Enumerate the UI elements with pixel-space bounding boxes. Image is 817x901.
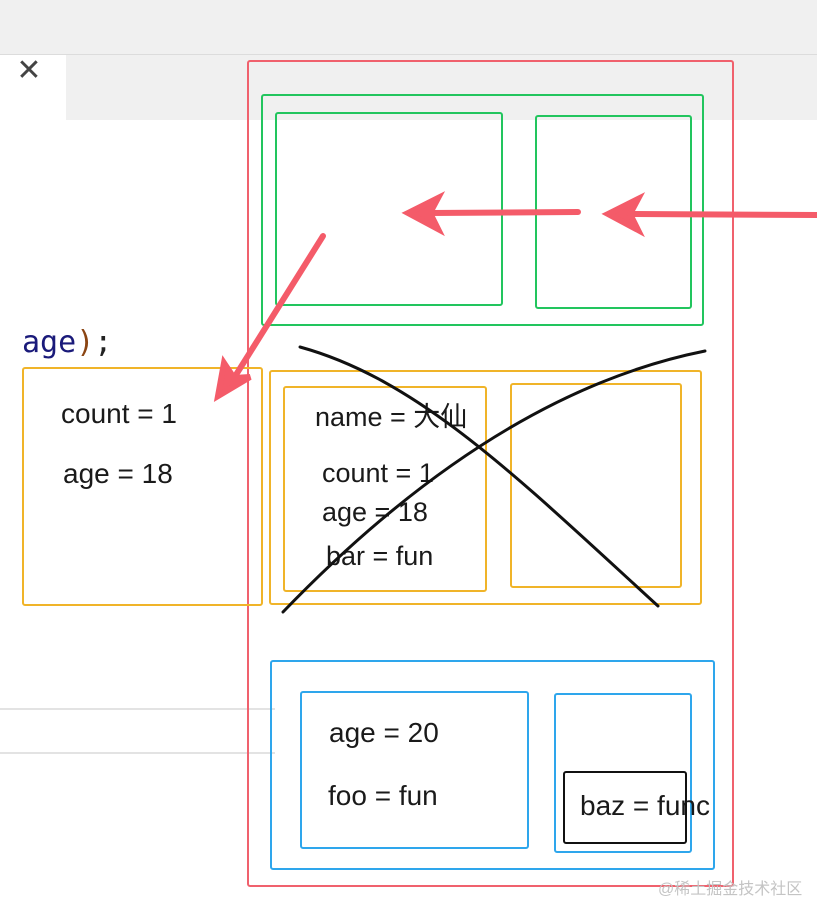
watermark-text: @稀土掘金技术社区 bbox=[658, 881, 803, 898]
blue-group-box bbox=[270, 660, 715, 870]
editor-divider-2 bbox=[0, 752, 275, 754]
green-right-box bbox=[535, 115, 692, 309]
middle-name-label: name = 大仙 bbox=[315, 402, 468, 432]
middle-count-label: count = 1 bbox=[322, 458, 434, 488]
code-fragment: age); bbox=[22, 325, 112, 360]
left-count-label: count = 1 bbox=[61, 398, 177, 429]
code-identifier: age bbox=[22, 325, 77, 360]
outer-stack-box bbox=[247, 60, 734, 887]
orange-right-box bbox=[510, 383, 682, 588]
green-group-box bbox=[261, 94, 704, 326]
editor-divider-1 bbox=[0, 708, 275, 710]
middle-age-label: age = 18 bbox=[322, 497, 428, 527]
left-orange-box bbox=[22, 367, 263, 606]
blue-left-box bbox=[300, 691, 529, 849]
bottom-age-label: age = 20 bbox=[329, 717, 439, 748]
middle-bar-label: bar = fun bbox=[326, 541, 434, 571]
blue-right-box bbox=[554, 693, 692, 853]
bottom-baz-label: baz = func bbox=[580, 790, 710, 821]
code-semicolon: ; bbox=[94, 325, 113, 360]
tab-strip bbox=[66, 55, 817, 120]
left-age-label: age = 18 bbox=[63, 458, 173, 489]
top-toolbar bbox=[0, 0, 817, 55]
green-left-box bbox=[275, 112, 503, 306]
black-inner-box bbox=[563, 771, 687, 844]
close-icon[interactable]: ✕ bbox=[16, 54, 42, 87]
bottom-foo-label: foo = fun bbox=[328, 780, 438, 811]
code-paren: ) bbox=[76, 325, 95, 360]
